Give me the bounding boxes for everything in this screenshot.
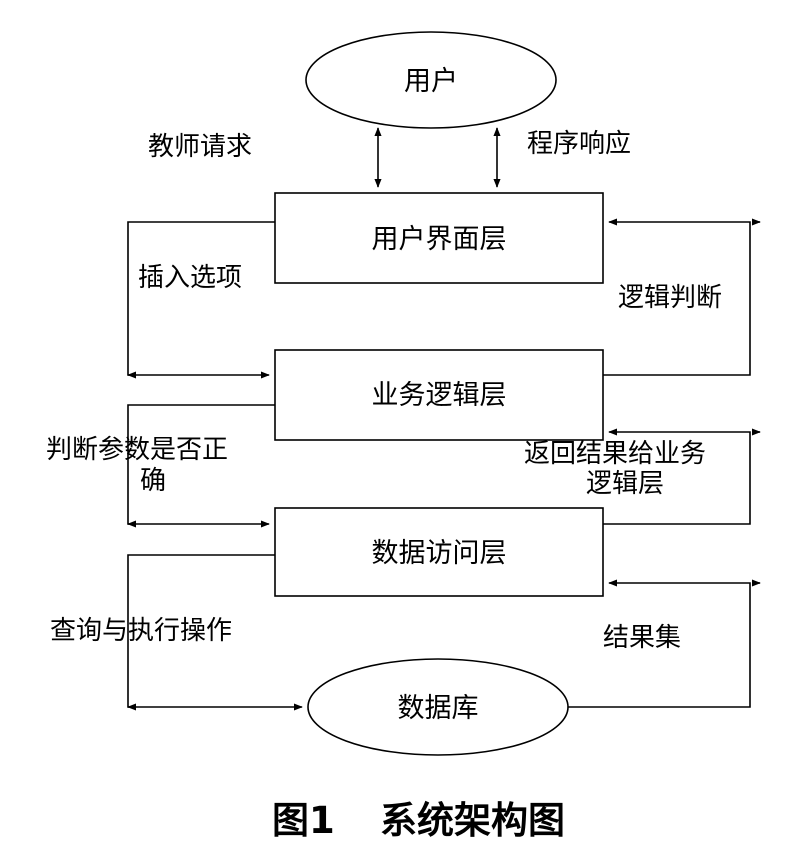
logic-layer-label: 业务逻辑层 xyxy=(372,380,507,411)
figure-number: 图1 xyxy=(272,799,335,842)
query-execute-label: 查询与执行操作 xyxy=(50,616,232,646)
data-to-logic-connector xyxy=(603,428,751,525)
teacher-request-label: 教师请求 xyxy=(148,132,252,162)
data-to-db-connector xyxy=(127,554,303,711)
return-result-label-line2: 逻辑层 xyxy=(586,469,664,499)
logic-layer-node xyxy=(274,349,604,441)
db-to-data-connector xyxy=(568,579,751,708)
logic-to-data-connector xyxy=(127,404,275,528)
user-node xyxy=(305,31,557,129)
result-set-label: 结果集 xyxy=(603,623,681,653)
return-result-label-line1: 返回结果给业务 xyxy=(524,439,706,469)
logic-to-ui-connector xyxy=(603,218,751,376)
ui-layer-node xyxy=(274,192,604,284)
figure-title: 系统架构图 xyxy=(380,799,565,842)
database-label: 数据库 xyxy=(398,693,479,724)
ui-to-logic-connector xyxy=(127,221,275,379)
logic-judgment-label: 逻辑判断 xyxy=(618,283,722,313)
insert-option-label: 插入选项 xyxy=(138,263,242,293)
program-response-label: 程序响应 xyxy=(527,129,631,159)
data-access-layer-label: 数据访问层 xyxy=(372,538,507,569)
check-params-label-line1: 判断参数是否正 xyxy=(46,435,228,465)
user-label: 用户 xyxy=(404,66,458,97)
ui-layer-label: 用户界面层 xyxy=(372,224,507,255)
data-access-layer-node xyxy=(274,507,604,597)
check-params-label-line2: 确 xyxy=(140,466,166,496)
